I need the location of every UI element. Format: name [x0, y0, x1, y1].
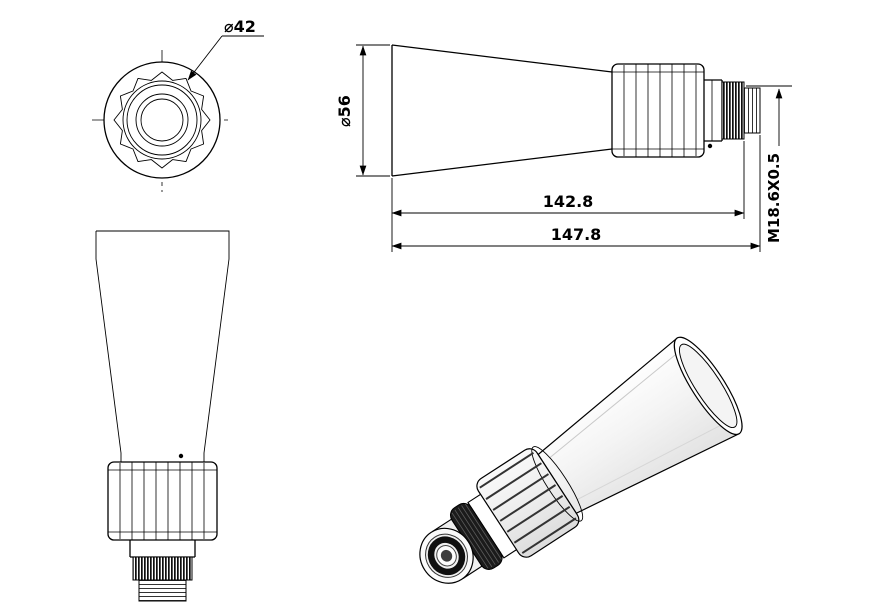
diameter-56-dimension: ⌀56	[335, 44, 390, 177]
vertical-neck	[129, 540, 196, 558]
iso-grip-ridges	[479, 451, 577, 554]
thread-callout: M18.6X0.5	[746, 85, 792, 243]
front-view: ⌀42	[92, 17, 264, 192]
vertical-thread-section	[138, 579, 187, 602]
iso-lock-ring-stripes	[451, 503, 502, 569]
front-diameter-label: ⌀42	[224, 17, 256, 36]
front-diameter-callout: ⌀42	[187, 17, 264, 81]
side-set-screw-dot	[707, 143, 713, 149]
body-length-label: 142.8	[543, 192, 594, 211]
side-knurl-ridges	[623, 64, 697, 157]
vertical-body-outline	[95, 230, 230, 462]
iso-mouth-opening	[673, 336, 743, 436]
side-profile-view: ⌀56 142.8 147.8 M18.6X0.5	[335, 44, 792, 252]
vertical-knurl-ridges	[119, 462, 205, 540]
front-knurl-inner-circle	[122, 80, 202, 160]
vertical-set-screw-dot	[178, 453, 184, 459]
side-diameter-label: ⌀56	[335, 95, 354, 127]
side-knurl-section	[611, 63, 705, 158]
body-length-dimension: 142.8	[391, 141, 745, 252]
isometric-view	[419, 336, 743, 584]
side-neck	[704, 79, 723, 149]
vertical-lock-ring	[132, 556, 193, 581]
side-lock-ring	[721, 81, 745, 140]
iso-lens-face	[419, 527, 474, 584]
front-lens-circles	[126, 84, 198, 156]
thread-spec-label: M18.6X0.5	[765, 153, 783, 243]
vertical-profile-view	[95, 230, 230, 602]
side-thread-section	[743, 87, 761, 134]
total-length-label: 147.8	[551, 225, 602, 244]
overall-length-dimension: 147.8	[391, 135, 761, 252]
vertical-knurl-section	[107, 453, 218, 541]
side-body-outline	[391, 44, 613, 177]
front-outer-rim	[103, 61, 221, 179]
front-knurl-ring	[113, 71, 211, 169]
